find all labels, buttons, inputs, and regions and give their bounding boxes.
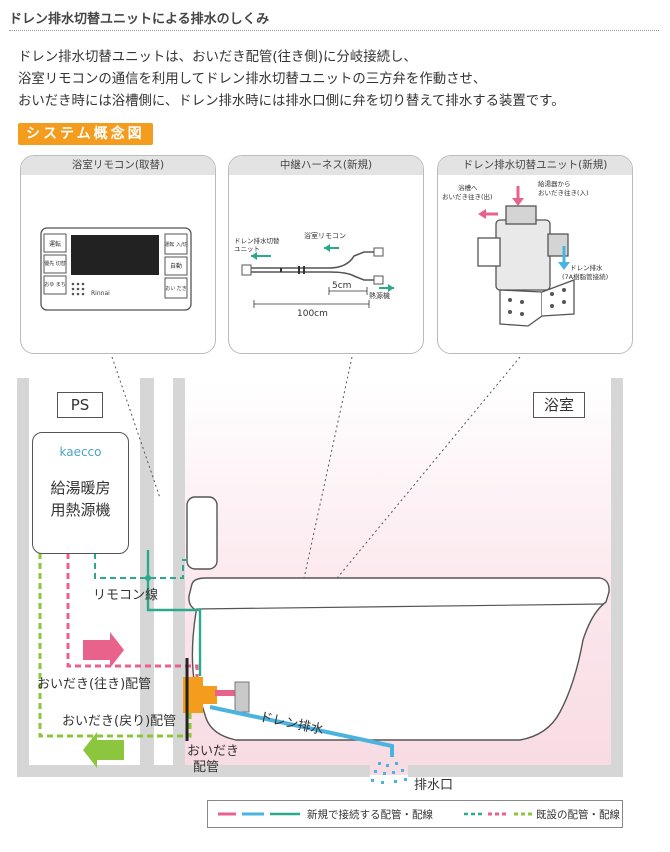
bathtub-rim [195, 603, 605, 610]
remote-button-left-1 [43, 233, 67, 253]
remote-label-priority: 優先 切替 [44, 260, 66, 267]
heater-name-line-2: 用熱源機 [50, 501, 111, 519]
remote-illustration: 運転 優先 切替 おゆ まち 運転 入/切 自動 おい だき Rinnai [40, 227, 192, 311]
title-divider [9, 30, 659, 31]
legend-existing: 既設の配管・配線 [536, 809, 620, 821]
unit-bracket [499, 289, 543, 327]
harness-dim-5cm: 5cm [332, 281, 351, 291]
remote-line-label: リモコン線 [93, 588, 159, 603]
legend-swatches [218, 812, 532, 816]
harness-illustration: 浴室リモコン ドレン排水切替 ユニット 熱源機 5cm 100cm [234, 231, 394, 319]
new-remote-wire [146, 578, 202, 676]
unit-illustration: 浴槽へ おいだき往き(出) 給湯器から おいだき往き(入) ドレン排水 (7A樹… [442, 179, 608, 327]
page-title: ドレン排水切替ユニットによる排水のしくみ [9, 12, 270, 27]
harness-label-unit-2: ユニット [234, 245, 260, 253]
remote-button-right-1 [164, 233, 188, 255]
unit-label-in-1: 給湯器から [538, 179, 571, 188]
existing-remote-wire [94, 553, 187, 579]
remote-label-run: 運転 [49, 240, 61, 248]
floor-left [17, 765, 370, 777]
heater-name-line-1: 給湯暖房 [50, 479, 111, 497]
heater-name: 給湯暖房 用熱源機 [33, 477, 128, 521]
harness-label-heater: 熱源機 [369, 291, 390, 300]
system-diagram-badge: システム概念図 [18, 123, 153, 145]
description-line-3: おいだき時には浴槽側に、ドレン排水時には排水口側に弁を切り替えて排水する装置です… [18, 94, 565, 109]
remote-label-water: おゆ まち [44, 281, 66, 288]
description-line-1: ドレン排水切替ユニットは、おいだき配管(往き側)に分岐接続し、 [18, 50, 417, 65]
remote-speaker-dots [71, 282, 85, 296]
water-heater: kaecco 給湯暖房 用熱源機 [32, 432, 129, 554]
reheat-pipe-label-2: 配管 [193, 760, 220, 775]
bathroom-label: 浴室 [533, 392, 585, 418]
unit-top-port [505, 205, 537, 225]
drain-outlet-label: 排水口 [414, 778, 454, 793]
harness-label-unit-1: ドレン排水切替 [234, 236, 280, 245]
remote-button-left-3 [43, 275, 67, 295]
bathroom-right-wall [611, 378, 623, 775]
harness-dim-100cm: 100cm [297, 309, 328, 319]
ps-left-wall [17, 378, 29, 775]
drain-spray [371, 762, 407, 784]
remote-label-auto: 自動 [170, 262, 182, 270]
return-pipe-label: おいだき(戻り)配管 [62, 714, 177, 729]
bathtub [188, 577, 610, 741]
unit-label-drain-2: (7A樹脂管接続) [562, 272, 608, 281]
panel-unit-header: ドレン排水切替ユニット(新規) [438, 156, 632, 175]
remote-label-power: 運転 入/切 [164, 241, 187, 248]
panel-harness-header: 中継ハーネス(新規) [229, 156, 423, 175]
panel-relay-harness: 中継ハーネス(新規) 浴室リモコン ドレン排水切替 ユニット 熱源機 5cm 1… [228, 155, 424, 354]
supply-pipe-label: おいだき(往き)配管 [37, 677, 152, 692]
panel-drain-unit: ドレン排水切替ユニット(新規) 浴槽へ おいだき往き(出) 給湯器から おいだき… [437, 155, 633, 354]
bathroom-remote [186, 496, 218, 570]
supply-flow-arrow [83, 632, 124, 668]
remote-button-right-3 [164, 277, 188, 299]
reheat-pipe-label: おいだき 配管 [187, 744, 239, 776]
unit-label-drain-1: ドレン排水 [570, 263, 603, 272]
existing-return-pipe [38, 553, 192, 738]
new-drain-pipe [209, 705, 394, 757]
panel-remote-header: 浴室リモコン(取替) [21, 156, 215, 175]
panel-bathroom-remote: 浴室リモコン(取替) 運転 優先 切替 おゆ まち 運転 入/切 自動 おい だ… [20, 155, 216, 354]
ps-label: PS [57, 392, 103, 418]
floor-right [408, 765, 623, 777]
remote-brand: Rinnai [91, 290, 110, 297]
new-supply-pipe [215, 690, 235, 696]
remote-display [71, 235, 159, 275]
unit-valve [477, 237, 501, 267]
unit-label-in-2: おいだき往き(入) [538, 188, 589, 197]
legend-new: 新規で接続する配管・配線 [307, 809, 433, 821]
remote-button-left-2 [43, 254, 67, 274]
harness-label-remote: 浴室リモコン [304, 231, 346, 240]
legend: 新規で接続する配管・配線 既設の配管・配線 [207, 800, 623, 828]
unit-label-out-1: 浴槽へ [458, 183, 478, 192]
remote-button-right-2 [164, 256, 188, 276]
unit-body [495, 219, 551, 291]
partition-wall-right [173, 378, 185, 775]
description-line-2: 浴室リモコンの通信を利用してドレン排水切替ユニットの三方弁を作動させ、 [18, 72, 487, 87]
heater-brand: kaecco [59, 445, 102, 459]
return-flow-arrow [83, 732, 124, 768]
reheat-pipe-label-1: おいだき [187, 744, 240, 759]
remote-label-reheat: おい だき [165, 285, 187, 292]
unit-label-out-2: おいだき往き(出) [442, 192, 493, 201]
description: ドレン排水切替ユニットは、おいだき配管(往き側)に分岐接続し、 浴室リモコンの通… [18, 47, 658, 113]
tub-adapter [234, 681, 250, 713]
drain-switch-unit-body [203, 686, 217, 704]
